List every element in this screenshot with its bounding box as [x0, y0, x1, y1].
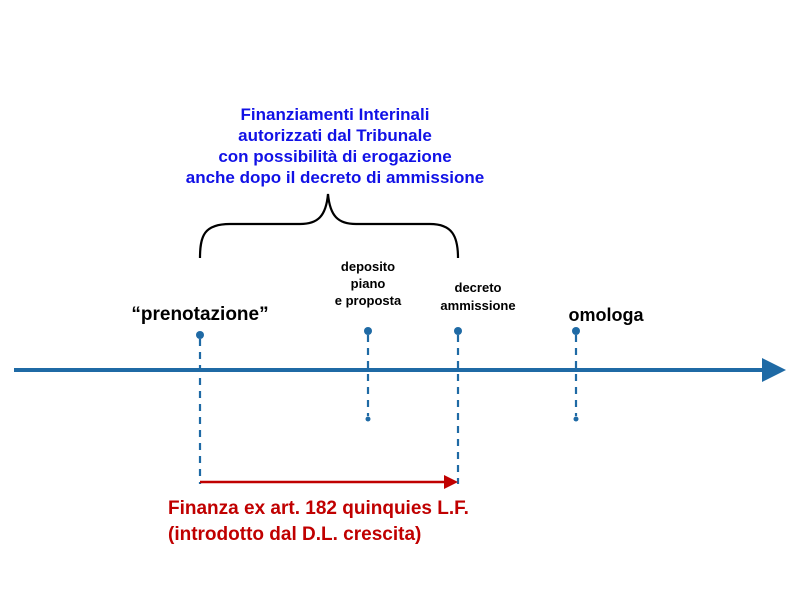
marker-omologa	[572, 327, 580, 422]
label-omologa: omologa	[568, 305, 644, 325]
label-decreto: decreto ammissione	[440, 280, 516, 313]
brace-caption-line: autorizzati dal Tribunale	[238, 126, 432, 145]
finanza-caption-line: (introdotto dal D.L. crescita)	[168, 524, 422, 545]
label-prenotazione: “prenotazione”	[131, 304, 269, 325]
brace-caption-line: anche dopo il decreto di ammissione	[185, 168, 485, 187]
marker-prenotazione	[196, 331, 204, 484]
marker-deposito	[364, 327, 372, 422]
brace-caption-line: con possibilità di erogazione	[218, 147, 452, 166]
brace-caption: Finanziamenti Interinali autorizzati dal…	[160, 104, 510, 188]
timeline-arrowhead	[762, 358, 786, 382]
finanza-caption: Finanza ex art. 182 quinquies L.F. (intr…	[168, 496, 469, 548]
finanza-caption-line: Finanza ex art. 182 quinquies L.F.	[168, 498, 469, 519]
label-deposito: deposito piano e proposta	[334, 259, 402, 308]
marker-decreto	[454, 327, 462, 484]
brace-caption-line: Finanziamenti Interinali	[240, 105, 430, 124]
finanza-arrowhead	[444, 475, 458, 489]
curly-brace	[198, 193, 460, 259]
